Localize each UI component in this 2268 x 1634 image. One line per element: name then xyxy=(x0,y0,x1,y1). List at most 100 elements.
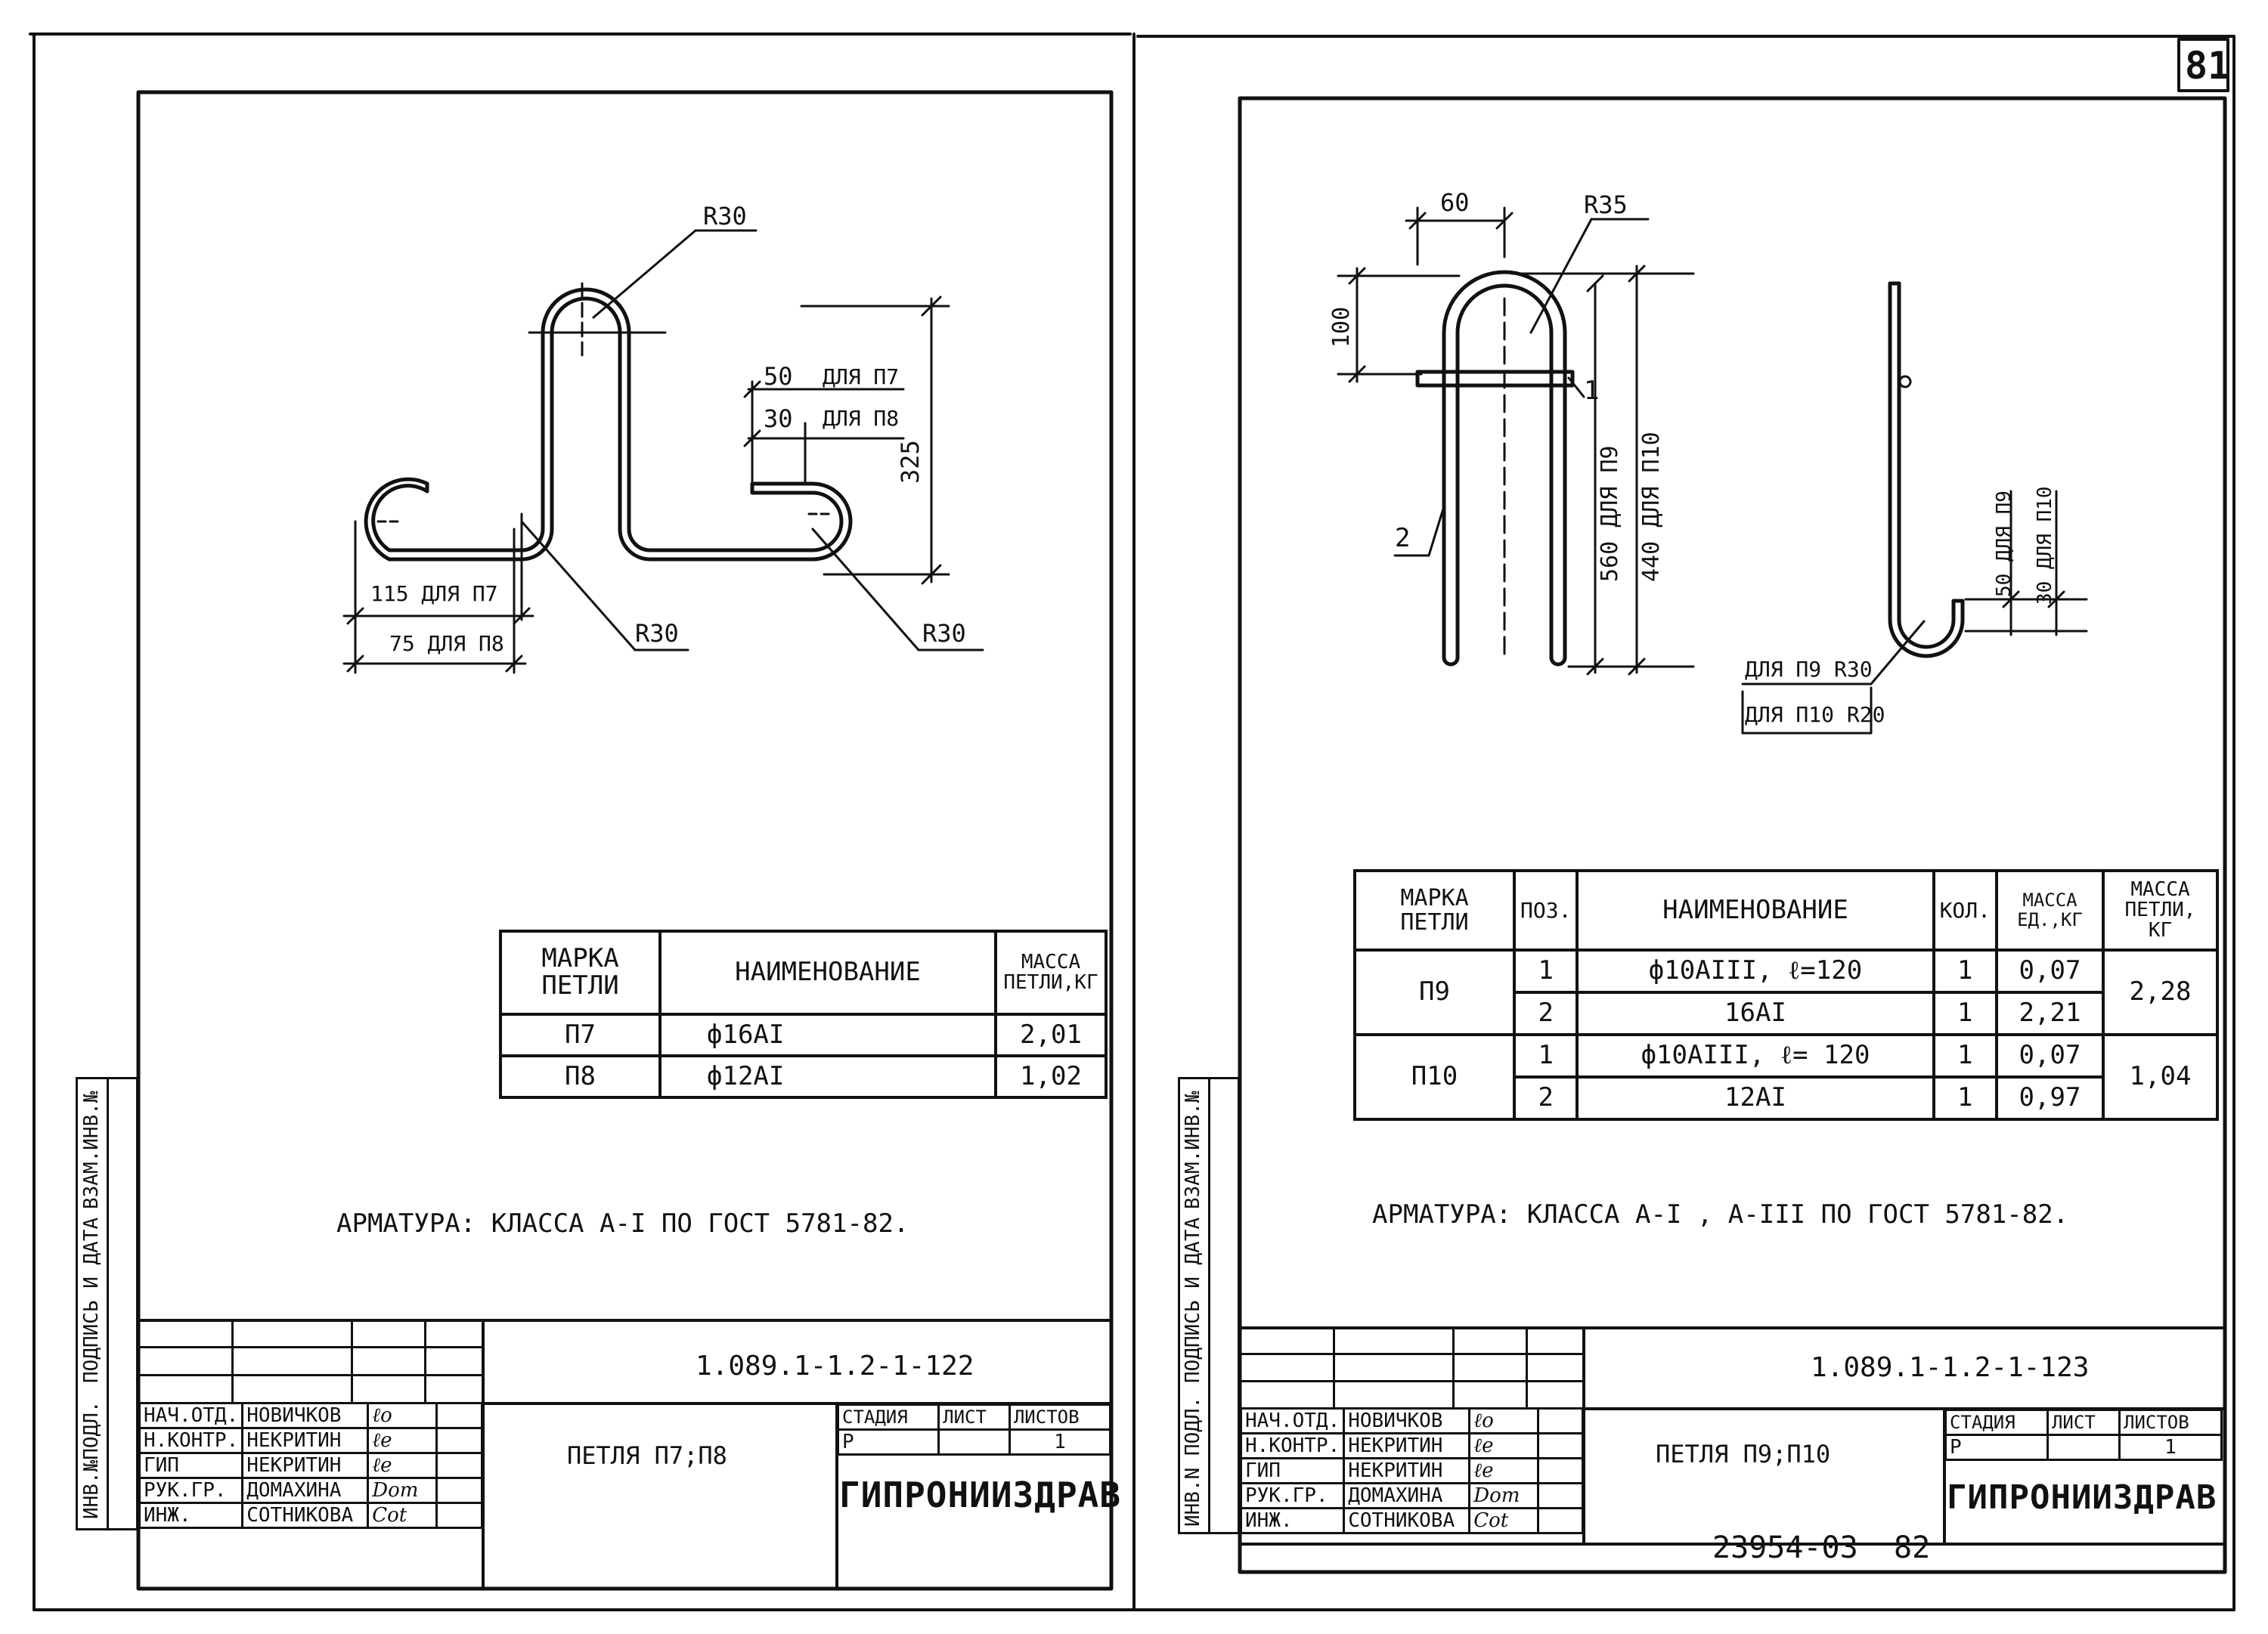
col-header-mass: МАССА ПЕТЛИ,КГ xyxy=(994,930,1108,1016)
loop-p9-p10-side-drawing xyxy=(1888,281,1965,658)
dim-label-60: 60 xyxy=(1440,188,1470,217)
left-title: ПЕТЛЯ П7;П8 xyxy=(567,1441,727,1470)
left-title-block xyxy=(138,1319,1111,1589)
staff-name: НЕКРИТИН xyxy=(1343,1457,1471,1484)
row-unit-mass: 0,07 xyxy=(1995,1033,2105,1079)
left-note: АРМАТУРА: КЛАССА А-I ПО ГОСТ 5781-82. xyxy=(336,1208,909,1239)
row-name: 12АI xyxy=(1576,1075,1935,1121)
dim-label-r30-bottom-right: R30 xyxy=(922,619,966,648)
staff-name: НОВИЧКОВ xyxy=(241,1402,370,1429)
sheets-label: ЛИСТОВ xyxy=(1008,1403,1112,1431)
staff-sign: ℓe xyxy=(1468,1457,1540,1484)
staff-name: СОТНИКОВА xyxy=(241,1502,370,1529)
table-row: П10 1 ф10АIII, ℓ= 120 1 0,07 1,04 xyxy=(1353,1033,2219,1121)
col-header-name: НАИМЕНОВАНИЕ xyxy=(658,930,997,1016)
stage-label: СТАДИЯ xyxy=(1944,1409,2049,1436)
row-unit-mass: 2,21 xyxy=(1995,991,2105,1036)
loop-p9-p10-dimensions xyxy=(1337,206,2088,735)
side-stamp-replace: ВЗАМ.ИНВ.№ xyxy=(1182,1091,1204,1209)
staff-role: ГИП xyxy=(1239,1457,1346,1484)
staff-role: ИНЖ. xyxy=(1239,1507,1346,1534)
staff-name: НЕКРИТИН xyxy=(1343,1432,1471,1459)
pos-label-1: 1 xyxy=(1584,376,1600,406)
staff-row: РУК.ГР. ДОМАХИНА Dom xyxy=(1239,1482,1584,1509)
staff-role: ИНЖ. xyxy=(138,1502,244,1529)
staff-row: РУК.ГР. ДОМАХИНА Dom xyxy=(138,1477,483,1504)
left-org: ГИПРОНИИЗДРАВ xyxy=(839,1475,1122,1515)
left-spec-table: МАРКА ПЕТЛИ НАИМЕНОВАНИЕ МАССА ПЕТЛИ,КГ … xyxy=(499,930,1108,1099)
staff-sign: Cot xyxy=(367,1502,438,1529)
staff-row: Н.КОНТР. НЕКРИТИН ℓe xyxy=(1239,1432,1584,1459)
dim-label-560: 560 ДЛЯ П9 xyxy=(1597,445,1623,582)
stage-value: Р xyxy=(836,1428,940,1456)
footer-page: 82 xyxy=(1894,1530,1931,1565)
col-header-pos: ПОЗ. xyxy=(1512,869,1579,952)
staff-row: ИНЖ. СОТНИКОВА Cot xyxy=(1239,1507,1584,1534)
row-total-mass: 2,28 xyxy=(2102,949,2219,1036)
dim-label-r35: R35 xyxy=(1584,190,1628,219)
row-pos: 1 xyxy=(1512,1033,1579,1079)
col-header-name: НАИМЕНОВАНИЕ xyxy=(1576,869,1935,952)
dim-label-for-p8: ДЛЯ П8 xyxy=(823,406,900,431)
right-org: ГИПРОНИИЗДРАВ xyxy=(1947,1478,2217,1517)
sheets-label: ЛИСТОВ xyxy=(2118,1409,2223,1436)
row-unit-mass: 0,97 xyxy=(1995,1075,2105,1121)
row-qty: 1 xyxy=(1932,991,1999,1036)
staff-role: РУК.ГР. xyxy=(138,1477,244,1504)
row-mark: П8 xyxy=(499,1054,662,1099)
row-qty: 1 xyxy=(1932,1075,1999,1121)
dim-label-325: 325 xyxy=(896,440,925,484)
table-row: П8 ф12АI 1,02 xyxy=(499,1054,1108,1099)
col-header-qty: КОЛ. xyxy=(1932,869,1999,952)
side-stamp-replace: ВЗАМ.ИНВ.№ xyxy=(80,1091,103,1209)
loop-p7-p8-drawing xyxy=(364,287,853,562)
table-row: П7 ф16АI 2,01 xyxy=(499,1013,1108,1057)
col-header-unit-mass: МАССА ЕД.,КГ xyxy=(1995,869,2105,952)
staff-row: ГИП НЕКРИТИН ℓe xyxy=(138,1452,483,1479)
row-mark: П10 xyxy=(1353,1033,1516,1121)
loop-p7-p8-dimensions xyxy=(342,229,984,674)
staff-name: НЕКРИТИН xyxy=(241,1427,370,1454)
staff-role: Н.КОНТР. xyxy=(138,1427,244,1454)
row-name: ф10АIII, ℓ= 120 xyxy=(1576,1033,1935,1079)
staff-name: ДОМАХИНА xyxy=(241,1477,370,1504)
right-doc-code: 1.089.1-1.2-1-123 xyxy=(1811,1352,2090,1383)
dim-label-30: 30 xyxy=(764,404,793,433)
right-note: АРМАТУРА: КЛАССА А-I , А-III ПО ГОСТ 578… xyxy=(1372,1199,2069,1230)
row-total-mass: 1,04 xyxy=(2102,1033,2219,1121)
staff-role: РУК.ГР. xyxy=(1239,1482,1346,1509)
staff-sign: Dom xyxy=(1468,1482,1540,1509)
staff-sign: ℓe xyxy=(1468,1432,1540,1459)
row-mark: П7 xyxy=(499,1013,662,1057)
left-doc-code: 1.089.1-1.2-1-122 xyxy=(696,1351,974,1382)
staff-role: НАЧ.ОТД. xyxy=(138,1402,244,1429)
sheet-label: ЛИСТ xyxy=(2046,1409,2121,1436)
dim-label-100: 100 xyxy=(1328,306,1355,348)
side-stamp-inv: ИНВ.№ПОДЛ. xyxy=(80,1400,103,1519)
dim-label-for-p7: ДЛЯ П7 xyxy=(823,364,900,389)
table-row: 2 16АI 1 2,21 xyxy=(1355,991,2217,1036)
loop-p9-p10-front-drawing xyxy=(1415,270,1575,667)
row-name: ф12АI xyxy=(658,1054,997,1099)
staff-row: НАЧ.ОТД. НОВИЧКОВ ℓo xyxy=(1239,1407,1584,1434)
staff-row: НАЧ.ОТД. НОВИЧКОВ ℓo xyxy=(138,1402,483,1429)
stage-value: Р xyxy=(1944,1434,2049,1461)
row-qty: 1 xyxy=(1932,1033,1999,1079)
footer-ref: 23954-03 xyxy=(1712,1530,1858,1565)
row-pos: 2 xyxy=(1512,991,1579,1036)
dim-label-75: 75 ДЛЯ П8 xyxy=(389,631,504,656)
dim-label-115: 115 ДЛЯ П7 xyxy=(370,581,498,606)
sheet-frames xyxy=(29,32,2235,1611)
sheet-label: ЛИСТ xyxy=(937,1403,1011,1431)
dim-label-30-side: 30 ДЛЯ П10 xyxy=(2034,486,2056,605)
right-title-block xyxy=(1240,1326,2225,1572)
staff-row: Н.КОНТР. НЕКРИТИН ℓe xyxy=(138,1427,483,1454)
dim-label-r30-bottom-left: R30 xyxy=(635,619,679,648)
page-number: 81 xyxy=(2185,44,2231,88)
staff-sign: ℓe xyxy=(367,1427,438,1454)
staff-sign: ℓe xyxy=(367,1452,438,1479)
right-spec-table: МАРКА ПЕТЛИ ПОЗ. НАИМЕНОВАНИЕ КОЛ. МАССА… xyxy=(1353,869,2219,1121)
dim-label-50: 50 xyxy=(764,362,793,391)
page-number-box xyxy=(2177,38,2229,92)
row-mark: П9 xyxy=(1353,949,1516,1036)
